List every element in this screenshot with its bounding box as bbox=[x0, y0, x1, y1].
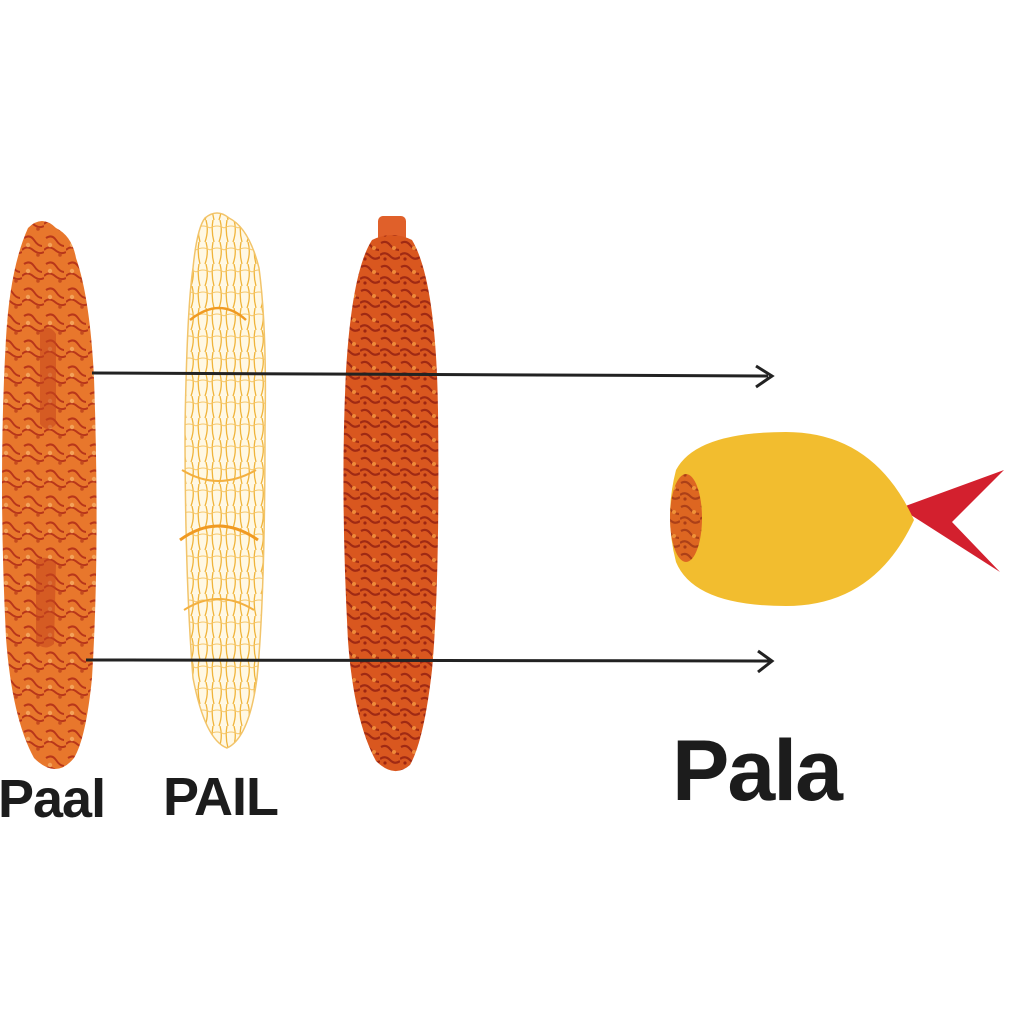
lower-arrow bbox=[85, 649, 775, 674]
pale-column-middle bbox=[179, 212, 267, 749]
label-paal: Paal bbox=[0, 769, 106, 829]
label-pail: PAIL bbox=[163, 767, 279, 827]
upper-arrow bbox=[91, 364, 775, 389]
fish-core-detail bbox=[670, 474, 702, 562]
fish-shape bbox=[670, 432, 1004, 606]
column-cap bbox=[378, 216, 406, 242]
label-pala: Pala bbox=[672, 723, 843, 819]
fish-tail bbox=[900, 470, 1004, 572]
fish-body bbox=[670, 432, 914, 606]
orange-column-left bbox=[2, 221, 97, 769]
red-column-right bbox=[343, 216, 439, 772]
